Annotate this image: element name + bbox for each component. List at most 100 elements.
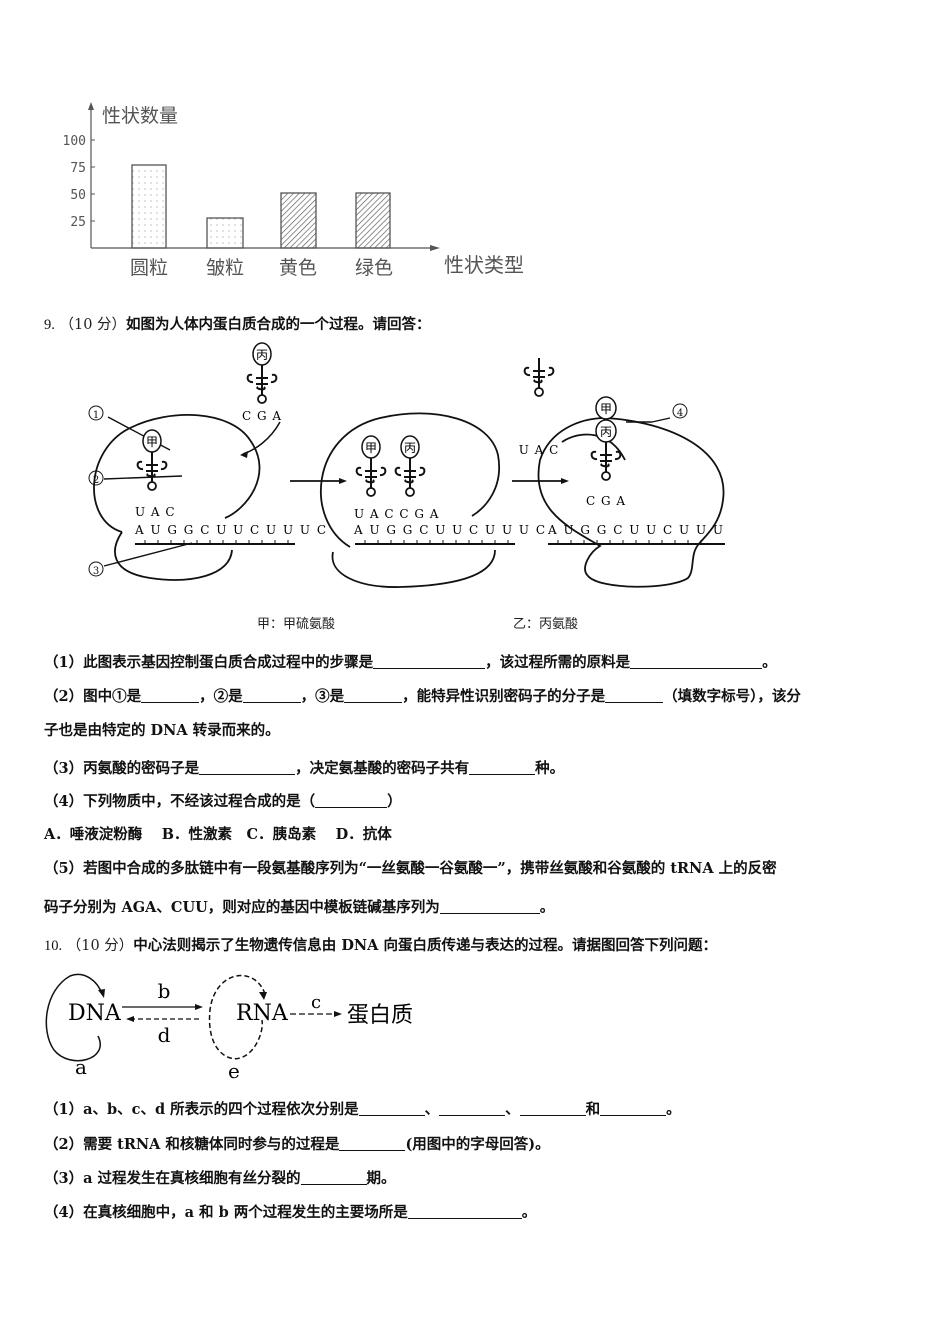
marker-4: 4 xyxy=(677,408,683,419)
q10-sub1-end: 。 xyxy=(666,1101,681,1118)
q10-sub4: （4）在真核细胞中，a 和 b 两个过程发生的主要场所是 。 xyxy=(44,1204,536,1221)
q10-sub3-text-b: 期。 xyxy=(366,1170,396,1187)
label-b: b xyxy=(158,979,171,1003)
q9-sub2-blank-2[interactable] xyxy=(242,688,301,703)
q9-sub4: （4）下列物质中，不经该过程合成的是（ ） xyxy=(44,793,402,810)
amino-bing-p2: 丙 xyxy=(404,441,416,455)
x-axis-label: 性状类型 xyxy=(444,253,524,277)
central-dogma-svg: DNA a b d RNA e c 蛋白质 xyxy=(45,973,413,1083)
q9-sub2-blank-4[interactable] xyxy=(605,688,664,703)
q9-sub5-line2: 码子分别为 AGA、CUU，则对应的基因中模板链碱基序列为 。 xyxy=(44,899,554,916)
q9-stem: 如图为人体内蛋白质合成的一个过程。请回答： xyxy=(126,316,431,333)
q10-heading: 10. （10 分）中心法则揭示了生物遗传信息由 DNA 向蛋白质传递与表达的过… xyxy=(44,934,717,955)
label-c: c xyxy=(311,992,321,1013)
amino-bing-p3: 丙 xyxy=(600,425,612,439)
q9-sub2: （2）图中①是，②是，③是，能特异性识别密码子的分子是（填数字标号），该分 xyxy=(44,688,801,705)
q9-sub3-text-c: 种。 xyxy=(535,760,565,777)
q10-sub1-blank-d[interactable] xyxy=(600,1101,667,1116)
q9-sub2-line2: 子也是由特定的 DNA 转录而来的。 xyxy=(44,722,280,739)
amino-jia-p1: 甲 xyxy=(146,435,158,449)
mrna-p2: A U G G C U U C U U U C xyxy=(353,523,547,537)
q9-number: 9. xyxy=(44,317,55,333)
mrna-p1: A U G G C U U C U U U C xyxy=(134,523,328,537)
bar-green xyxy=(355,192,391,249)
q9-sub1-text-c: 。 xyxy=(762,654,777,671)
anticodons-p2: U A C C G A xyxy=(354,507,439,521)
q9-sub3: （3）丙氨酸的密码子是 ，决定氨基酸的密码子共有 种。 xyxy=(44,760,564,777)
bar-round xyxy=(131,164,167,249)
q9-sub5-line1: （5）若图中合成的多肽链中有一段氨基酸序列为“一丝氨酸一谷氨酸一”，携带丝氨酸和… xyxy=(44,860,777,877)
q9-sub2-blank-1[interactable] xyxy=(141,688,200,703)
q10-sub1-blank-a[interactable] xyxy=(358,1101,425,1116)
amino-jia-p3: 甲 xyxy=(600,402,612,416)
q10-sub3: （3）a 过程发生在真核细胞有丝分裂的 期。 xyxy=(44,1170,396,1187)
q10-points: （10 分） xyxy=(66,938,134,954)
bar-yellow xyxy=(280,192,317,249)
q9-sub1-blank-material[interactable] xyxy=(630,654,763,669)
x-label-wrinkled: 皱粒 xyxy=(206,257,244,279)
q9-sub4-blank-answer[interactable] xyxy=(315,793,388,808)
q10-stem: 中心法则揭示了生物遗传信息由 DNA 向蛋白质传递与表达的过程。请据图回答下列问… xyxy=(133,937,717,954)
q9-sub4-text-b: ） xyxy=(387,793,402,810)
q10-sub2-blank[interactable] xyxy=(339,1136,406,1151)
q9-sub2-text-d: ，能特异性识别密码子的分子是 xyxy=(402,688,606,705)
q10-sub3-text-a: （3）a 过程发生在真核细胞有丝分裂的 xyxy=(44,1170,301,1187)
translation-diagram: 1 2 3 4 甲 丙 C G A U A C A U G G C U U C … xyxy=(40,340,739,600)
y-tick-75: 75 xyxy=(70,161,86,176)
anticodon-incoming-cga: C G A xyxy=(242,409,282,423)
central-dogma-diagram: DNA a b d RNA e c 蛋白质 xyxy=(40,970,460,1085)
x-label-green: 绿色 xyxy=(355,257,393,279)
legend-jia: 甲：甲硫氨酸 xyxy=(257,617,336,632)
q9-sub3-text-a: （3）丙氨酸的密码子是 xyxy=(44,760,200,777)
q9-sub5-blank-sequence[interactable] xyxy=(439,899,540,914)
marker-1: 1 xyxy=(93,410,99,421)
q10-sub2-text-a: （2）需要 tRNA 和核糖体同时参与的过程是 xyxy=(44,1136,340,1153)
protein-label: 蛋白质 xyxy=(347,1003,413,1028)
marker-3: 3 xyxy=(93,566,99,577)
bar-chart-svg: 100 75 50 25 性状数量 圆粒 皱粒 黄色 绿色 性状类型 xyxy=(63,102,524,279)
label-e: e xyxy=(228,1059,240,1083)
q10-sub1-blank-c[interactable] xyxy=(519,1101,586,1116)
q9-sub1-text-a: （1）此图表示基因控制蛋白质合成过程中的步骤是 xyxy=(44,654,374,671)
anticodon-p1-uac: U A C xyxy=(135,505,176,519)
anticodon-p3-cga: C G A xyxy=(586,494,626,508)
q9-sub1-text-b: ，该过程所需的原料是 xyxy=(485,654,631,671)
q9-sub5-text-a: 码子分别为 AGA、CUU，则对应的基因中模板链碱基序列为 xyxy=(44,899,440,916)
x-label-round: 圆粒 xyxy=(130,257,168,279)
y-tick-50: 50 xyxy=(70,188,86,203)
q10-sub3-blank[interactable] xyxy=(300,1170,367,1185)
q10-sub1-blank-b[interactable] xyxy=(439,1101,506,1116)
amino-jia-p2: 甲 xyxy=(365,441,377,455)
q10-sub1-sep-2: 、 xyxy=(505,1101,520,1118)
legend-yi: 乙：丙氨酸 xyxy=(513,617,579,632)
released-anticodon-uac: U A C xyxy=(519,443,560,457)
q9-heading: 9. （10 分）如图为人体内蛋白质合成的一个过程。请回答： xyxy=(44,313,431,334)
translation-svg: 1 2 3 4 甲 丙 C G A U A C A U G G C U U C … xyxy=(88,342,739,588)
dna-label: DNA xyxy=(68,1001,122,1026)
q9-sub2-text-c: ，③是 xyxy=(300,688,345,705)
rna-label: RNA xyxy=(236,1001,289,1026)
q9-sub2-text-b: ，②是 xyxy=(199,688,243,705)
q9-sub4-text-a: （4）下列物质中，不经该过程合成的是（ xyxy=(44,793,316,810)
y-tick-100: 100 xyxy=(63,134,86,149)
q9-sub1: （1）此图表示基因控制蛋白质合成过程中的步骤是 ，该过程所需的原料是 。 xyxy=(44,654,777,671)
q10-sub4-blank[interactable] xyxy=(407,1204,522,1219)
q9-sub2-text-a: （2）图中①是 xyxy=(44,688,142,705)
q10-sub1-and: 和 xyxy=(585,1101,601,1118)
q9-sub3-blank-count[interactable] xyxy=(469,760,536,775)
q10-sub2-text-b: (用图中的字母回答)。 xyxy=(405,1136,550,1153)
q9-sub2-blank-3[interactable] xyxy=(344,688,403,703)
q9-sub1-blank-step[interactable] xyxy=(373,654,486,669)
label-d: d xyxy=(158,1023,171,1047)
y-axis-label: 性状数量 xyxy=(102,105,178,127)
q10-sub4-text-a: （4）在真核细胞中，a 和 b 两个过程发生的主要场所是 xyxy=(44,1204,408,1221)
trait-bar-chart: 100 75 50 25 性状数量 圆粒 皱粒 黄色 绿色 性状类型 xyxy=(40,90,560,290)
q9-sub5-text-b: 。 xyxy=(539,899,555,916)
marker-2: 2 xyxy=(93,475,99,486)
q9-sub3-text-b: ，决定氨基酸的密码子共有 xyxy=(295,760,470,777)
q10-sub4-text-b: 。 xyxy=(521,1204,537,1221)
q10-sub1-sep-1: 、 xyxy=(424,1101,440,1118)
amino-bing-incoming: 丙 xyxy=(256,348,268,362)
bar-wrinkled xyxy=(206,217,244,249)
q9-sub3-blank-codon[interactable] xyxy=(199,760,296,775)
